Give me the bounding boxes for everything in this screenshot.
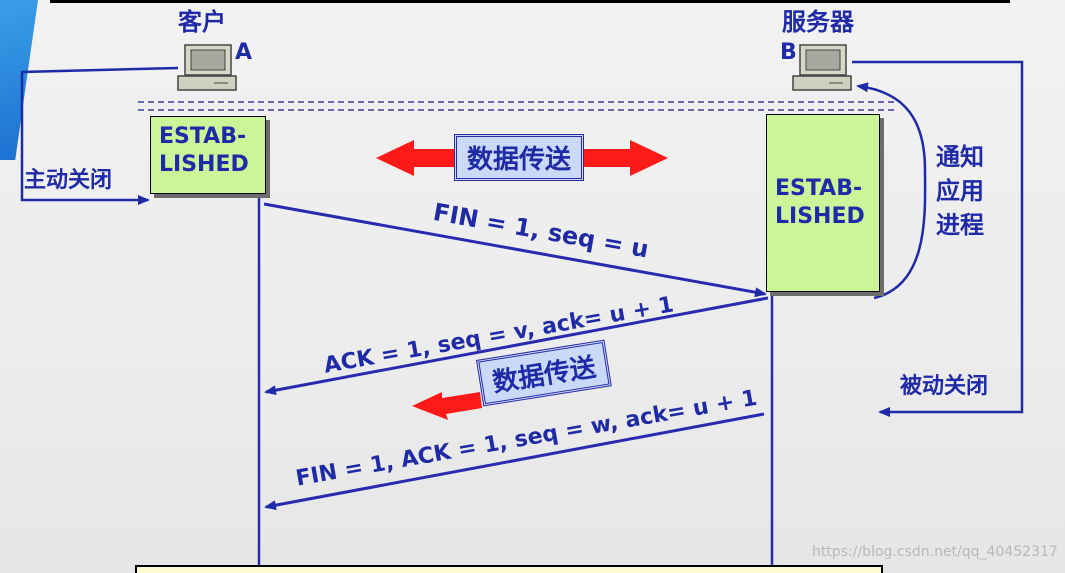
client-letter: A <box>235 40 253 65</box>
notify-app-curve <box>856 82 927 300</box>
data-transfer-box-top: 数据传送 <box>454 134 585 181</box>
ack-arrow <box>264 296 769 396</box>
active-close-label: 主动关闭 <box>24 168 113 193</box>
bottom-box <box>135 565 883 573</box>
fin-ack-arrow <box>264 412 765 511</box>
top-border <box>50 0 1010 3</box>
notify-app-label: 通知 应用 进程 <box>936 143 984 239</box>
server-computer-icon <box>792 44 852 91</box>
fin-arrow <box>263 202 767 298</box>
server-letter: B <box>780 40 797 65</box>
client-computer-icon <box>177 44 237 91</box>
client-state-box: ESTAB- LISHED <box>150 116 266 194</box>
server-state-box: ESTAB- LISHED <box>766 114 880 292</box>
server-name: 服务器 <box>782 8 854 36</box>
passive-close-line <box>852 60 1024 417</box>
data-transfer-left-arrow <box>412 392 482 420</box>
passive-close-label: 被动关闭 <box>900 374 989 399</box>
watermark: https://blog.csdn.net/qq_40452317 <box>812 544 1058 560</box>
active-close-line <box>20 66 179 205</box>
client-name: 客户 <box>178 8 226 36</box>
